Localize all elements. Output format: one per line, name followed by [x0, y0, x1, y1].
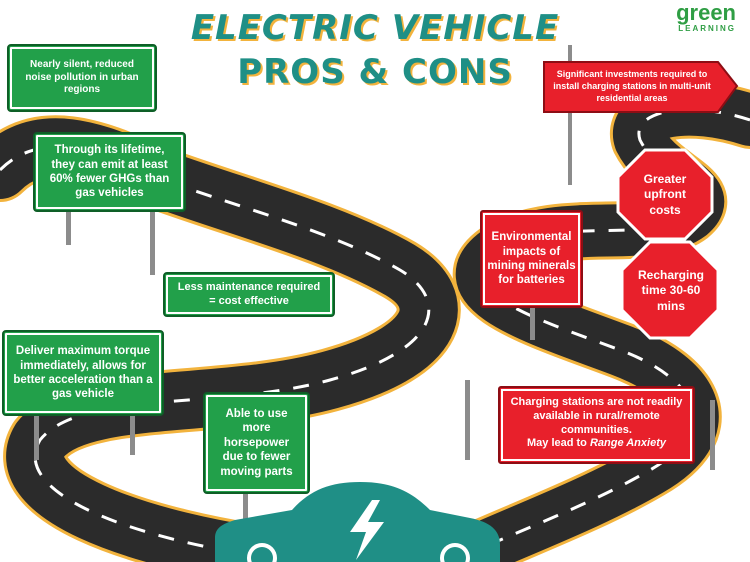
pro-sign-maintenance: Less maintenance required = cost effecti… — [163, 272, 335, 317]
con-sign-investment: Significant investments required to inst… — [553, 69, 711, 103]
lightning-bolt-icon — [350, 500, 384, 560]
con-sign-mining: Environmental impacts of mining minerals… — [480, 210, 583, 308]
page-subtitle: PROS & CONS — [237, 52, 513, 92]
green-learning-logo: green LEARNING — [676, 0, 736, 34]
pro-sign-ghg: Through its lifetime, they can emit at l… — [33, 132, 186, 212]
electric-car-icon — [215, 482, 500, 562]
stations-text: Charging stations are not readily availa… — [510, 396, 683, 436]
page-title: ELECTRIC VEHICLE — [190, 8, 560, 48]
sign-posts — [34, 45, 715, 520]
recharge-octagon-shape — [620, 240, 720, 340]
con-sign-recharge: Recharging time 30-60 mins — [637, 267, 704, 313]
pro-sign-horsepower: Able to use more horsepower due to fewer… — [203, 392, 310, 494]
upfront-octagon-shape — [616, 148, 714, 241]
con-sign-stations: Charging stations are not readily availa… — [498, 386, 695, 464]
stations-lead: May lead to — [527, 437, 590, 450]
investment-arrow-shape — [543, 61, 739, 113]
con-sign-upfront: Greater upfront costs — [643, 171, 687, 217]
range-anxiety-text: Range Anxiety — [589, 437, 666, 450]
pro-sign-torque: Deliver maximum torque immediately, allo… — [2, 330, 164, 416]
pro-sign-silent: Nearly silent, reduced noise pollution i… — [7, 44, 157, 112]
